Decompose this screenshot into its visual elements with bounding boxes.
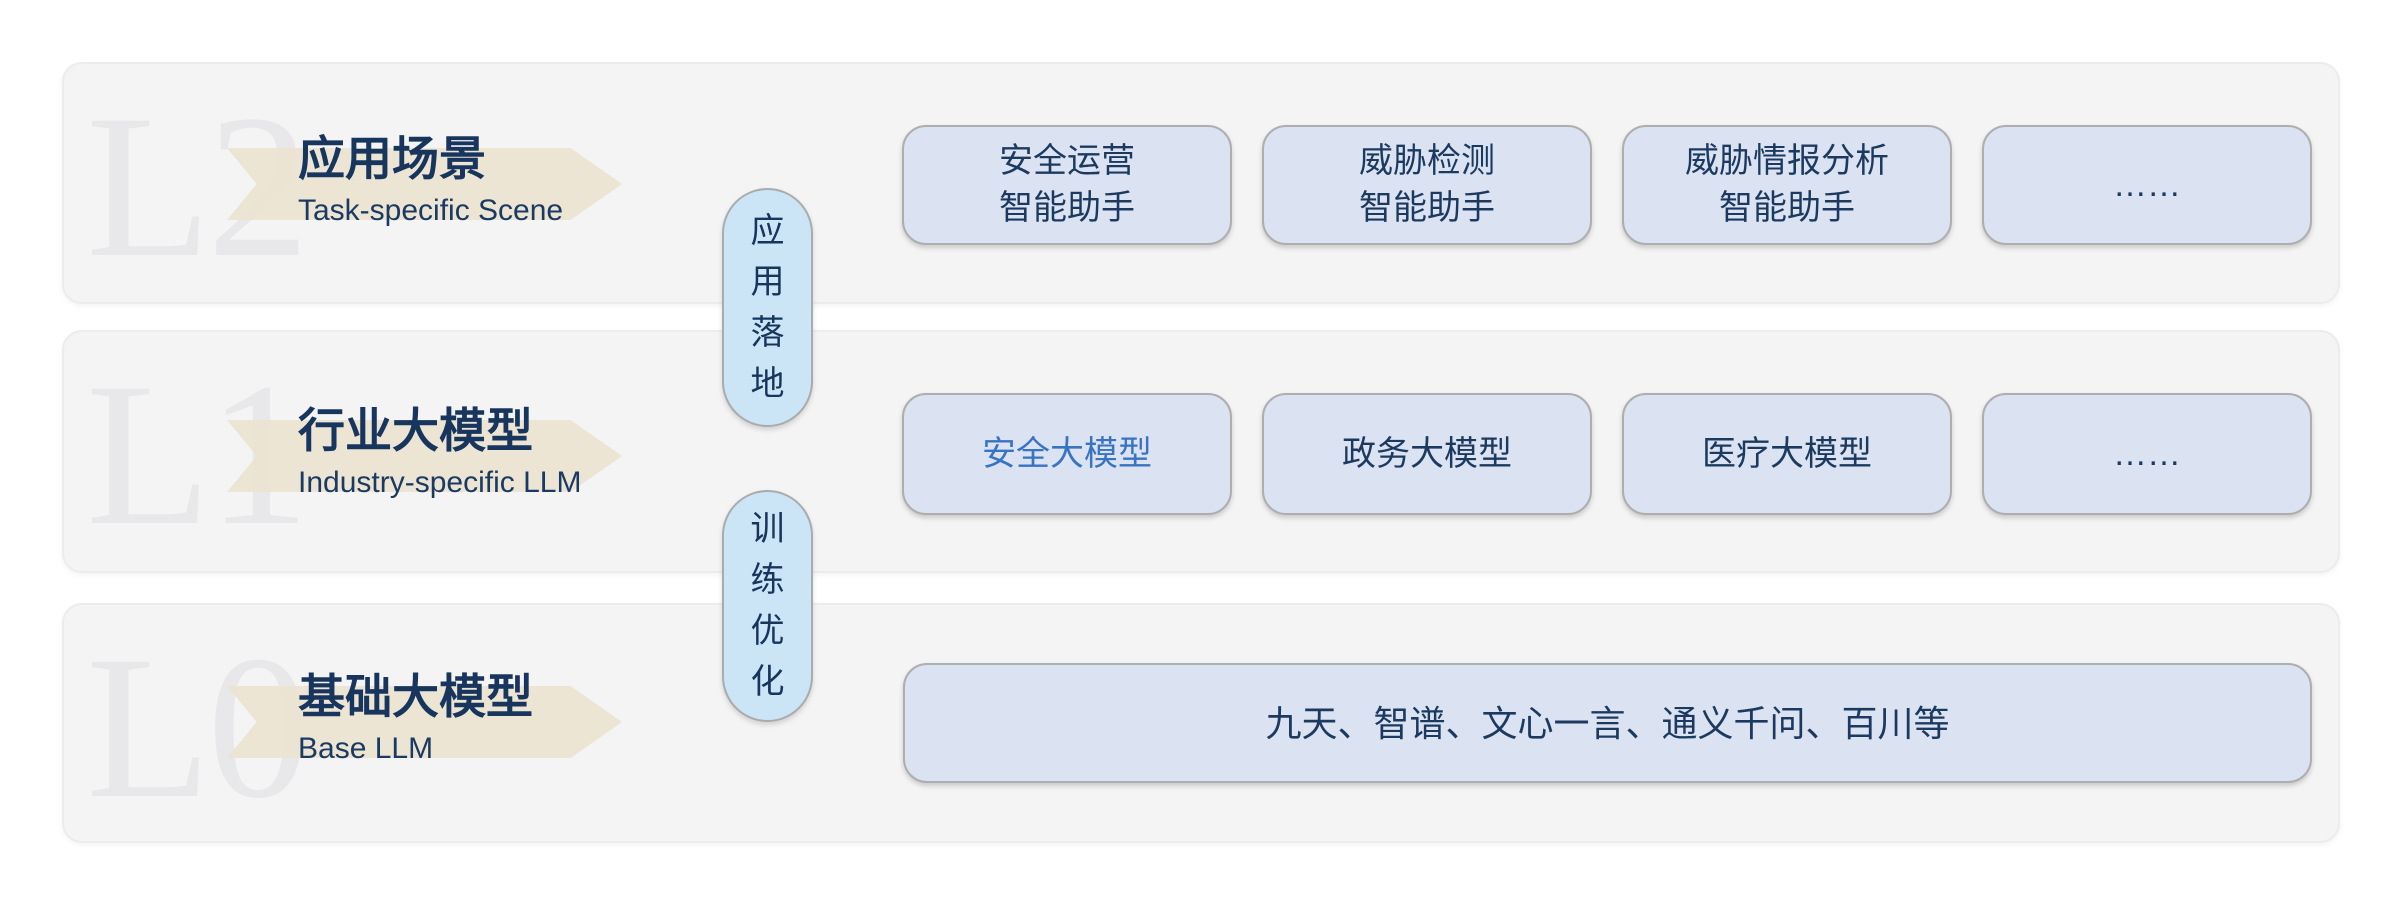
- connector-label: 训练优化: [750, 510, 785, 701]
- box-label-line: ……: [2113, 434, 2181, 473]
- box-label-line: 政务大模型: [1342, 434, 1512, 473]
- box-ellipsis-l2: ……: [1982, 125, 2312, 245]
- layer-title-l2: 应用场景: [298, 132, 486, 185]
- box-base-llms: 九天、智谱、文心一言、通义千问、百川等: [903, 663, 2312, 783]
- box-medical-llm: 医疗大模型: [1622, 393, 1952, 515]
- connector-pill-training-optimization: 训练优化: [722, 490, 813, 722]
- box-ellipsis-l1: ……: [1982, 393, 2312, 515]
- box-label-line: 威胁检测: [1359, 142, 1495, 180]
- connector-pill-application-landing: 应用落地: [722, 188, 813, 427]
- box-label-line: 安全运营: [999, 142, 1135, 180]
- box-label-line: ……: [2113, 165, 2181, 204]
- box-label-line: 安全大模型: [982, 434, 1152, 473]
- connector-label: 应用落地: [750, 211, 785, 403]
- box-label-line: 智能助手: [1359, 189, 1495, 227]
- box-government-llm: 政务大模型: [1262, 393, 1592, 515]
- arrow-banner-icon: [227, 148, 622, 220]
- box-threat-intel-analysis-assistant: 威胁情报分析 智能助手: [1622, 125, 1952, 245]
- box-security-ops-assistant: 安全运营 智能助手: [902, 125, 1232, 245]
- box-label-line: 威胁情报分析: [1685, 142, 1889, 180]
- layer-panel-l0: L0 基础大模型 Base LLM: [62, 603, 2340, 843]
- arrow-banner-icon: [227, 420, 622, 492]
- layer-subtitle-l1: Industry-specific LLM: [298, 466, 582, 499]
- layer-subtitle-l2: Task-specific Scene: [298, 194, 564, 227]
- box-label-line: 智能助手: [999, 189, 1135, 227]
- layer-title-l0: 基础大模型: [298, 670, 533, 723]
- box-label-line: 医疗大模型: [1702, 434, 1872, 473]
- layer-l1-title-block: 行业大模型 Industry-specific LLM: [298, 405, 581, 500]
- layer-panel-l2: L2 应用场景 Task-specific Scene: [62, 62, 2340, 304]
- layer-l0-title-block: 基础大模型 Base LLM: [298, 671, 533, 766]
- box-label-line: 九天、智谱、文心一言、通义千问、百川等: [1265, 702, 1950, 744]
- layer-subtitle-l0: Base LLM: [298, 732, 434, 765]
- layer-title-l1: 行业大模型: [298, 404, 533, 457]
- box-threat-detection-assistant: 威胁检测 智能助手: [1262, 125, 1592, 245]
- box-security-llm: 安全大模型: [902, 393, 1232, 515]
- box-label-line: 智能助手: [1719, 189, 1855, 227]
- arrow-banner-icon: [227, 686, 622, 758]
- layer-l2-title-block: 应用场景 Task-specific Scene: [298, 133, 563, 228]
